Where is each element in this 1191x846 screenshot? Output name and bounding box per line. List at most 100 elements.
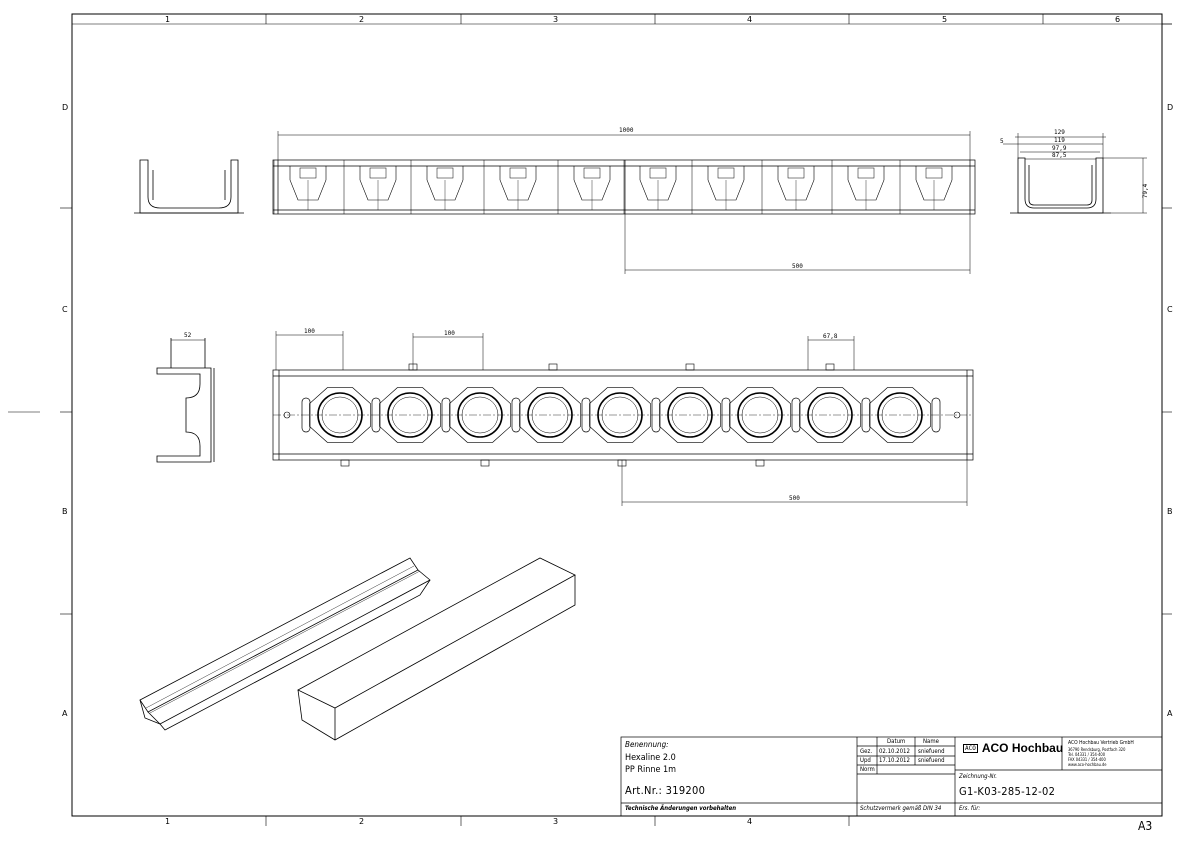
zone-row-b: B <box>62 507 68 516</box>
zone-row-b-right: B <box>1167 507 1173 516</box>
company-name: ACO Hochbau <box>981 741 1064 755</box>
product-line2: PP Rinne 1m <box>625 765 677 775</box>
side-module-block <box>857 167 875 179</box>
benennung-label: Benennung: <box>625 740 669 749</box>
dim-height-79-4: 79,4 <box>1142 183 1150 199</box>
row-norm: Norm <box>860 766 875 773</box>
top-tab <box>548 363 558 371</box>
top-octagon <box>869 387 931 443</box>
side-module-block <box>717 167 735 179</box>
company-address-5: www.aco-hochbau.de <box>1068 762 1107 767</box>
top-octagon <box>729 387 791 443</box>
end-view-c <box>156 338 215 463</box>
zone-row-c: C <box>62 305 68 314</box>
dim-pitch-100-a: 100 <box>304 328 315 335</box>
top-ring-inner <box>531 396 569 434</box>
zone-col-1: 1 <box>165 15 171 24</box>
top-ring-inner <box>671 396 709 434</box>
top-octagon <box>519 387 581 443</box>
dim-width-129: 129 <box>1054 129 1065 136</box>
zone-row-a-right: A <box>1167 709 1173 718</box>
top-slot <box>301 397 311 433</box>
ers-fuer: Ers. für: <box>959 805 981 812</box>
top-slot <box>581 397 591 433</box>
top-ring-inner <box>741 396 779 434</box>
top-ring <box>667 392 713 438</box>
top-ring <box>527 392 573 438</box>
dim-length-1000: 1000 <box>619 127 634 134</box>
drawing-number: G1-K03-285-12-02 <box>959 785 1056 798</box>
drawing-number-label: Zeichnung-Nr. <box>959 773 997 780</box>
company-logo: ACO ACO Hochbau <box>963 741 1063 755</box>
top-octagon <box>449 387 511 443</box>
top-octagon <box>379 387 441 443</box>
side-module-block <box>509 167 527 179</box>
side-module-block <box>925 167 943 179</box>
gez-date: 02.10.2012 <box>879 748 910 755</box>
side-dimensions <box>277 131 971 274</box>
top-hole <box>283 411 291 419</box>
top-ring-inner <box>881 396 919 434</box>
company-address-3: Tel. 04331 / 354-400 <box>1068 752 1105 757</box>
top-ring <box>317 392 363 438</box>
top-ring-inner <box>391 396 429 434</box>
side-module-block <box>583 167 601 179</box>
top-view <box>272 363 974 467</box>
company-address-4: FAX 04331 / 354-400 <box>1068 757 1106 762</box>
top-ring <box>877 392 923 438</box>
company-address-1: ACO Hochbau Vertrieb GmbH <box>1068 740 1134 746</box>
top-ring <box>457 392 503 438</box>
top-slot <box>721 397 731 433</box>
zone-ticks <box>60 14 1172 826</box>
top-dimensions <box>275 331 968 506</box>
company-mark: ACO <box>963 743 978 753</box>
zone-col-2: 2 <box>359 15 365 24</box>
zone-row-d: D <box>62 103 69 112</box>
title-block-lines <box>620 736 1163 817</box>
dim-width-87-5: 87,5 <box>1052 152 1067 159</box>
dim-length-500-side: 500 <box>792 263 803 270</box>
top-octagon <box>589 387 651 443</box>
top-tab <box>755 459 765 467</box>
zone-col-4: 4 <box>747 15 753 24</box>
inner-frame <box>71 23 1163 817</box>
dim-width-97-9: 97,9 <box>1052 145 1067 152</box>
protection-note: Schutzvermerk gemäß DIN 34 <box>860 805 942 812</box>
zone-col-3: 3 <box>553 15 559 24</box>
side-module-block <box>787 167 805 179</box>
col-name: Name <box>923 738 939 745</box>
top-tab <box>480 459 490 467</box>
dim-pitch-100-b: 100 <box>444 330 455 337</box>
dim-offset-5: 5 <box>1000 138 1004 145</box>
zone-col-4-bottom: 4 <box>747 817 753 826</box>
zone-col-2-bottom: 2 <box>359 817 365 826</box>
upd-date: 17.10.2012 <box>879 757 910 764</box>
changes-note: Technische Änderungen vorbehalten <box>625 805 737 812</box>
top-hole <box>953 411 961 419</box>
top-octagon <box>799 387 861 443</box>
cross-section-right <box>1010 157 1111 214</box>
top-ring <box>737 392 783 438</box>
top-octagon <box>309 387 371 443</box>
zone-col-1-bottom: 1 <box>165 817 171 826</box>
top-tab <box>825 363 835 371</box>
top-ring-inner <box>601 396 639 434</box>
isometric-channel-body <box>297 557 576 741</box>
product-line1: Hexaline 2.0 <box>625 753 676 763</box>
side-module-block <box>369 167 387 179</box>
gez-name: sniefuend <box>918 748 945 755</box>
top-ring <box>597 392 643 438</box>
end-view-left <box>134 159 244 214</box>
isometric-channel-grating <box>139 557 431 731</box>
dim-width-119: 119 <box>1054 137 1065 144</box>
upd-name: sniefuend <box>918 757 945 764</box>
top-slot <box>861 397 871 433</box>
top-ring-inner <box>461 396 499 434</box>
side-elevation <box>272 159 976 215</box>
side-module-block <box>649 167 667 179</box>
col-datum: Datum <box>887 738 906 745</box>
top-tab <box>340 459 350 467</box>
row-upd: Upd <box>860 757 871 764</box>
